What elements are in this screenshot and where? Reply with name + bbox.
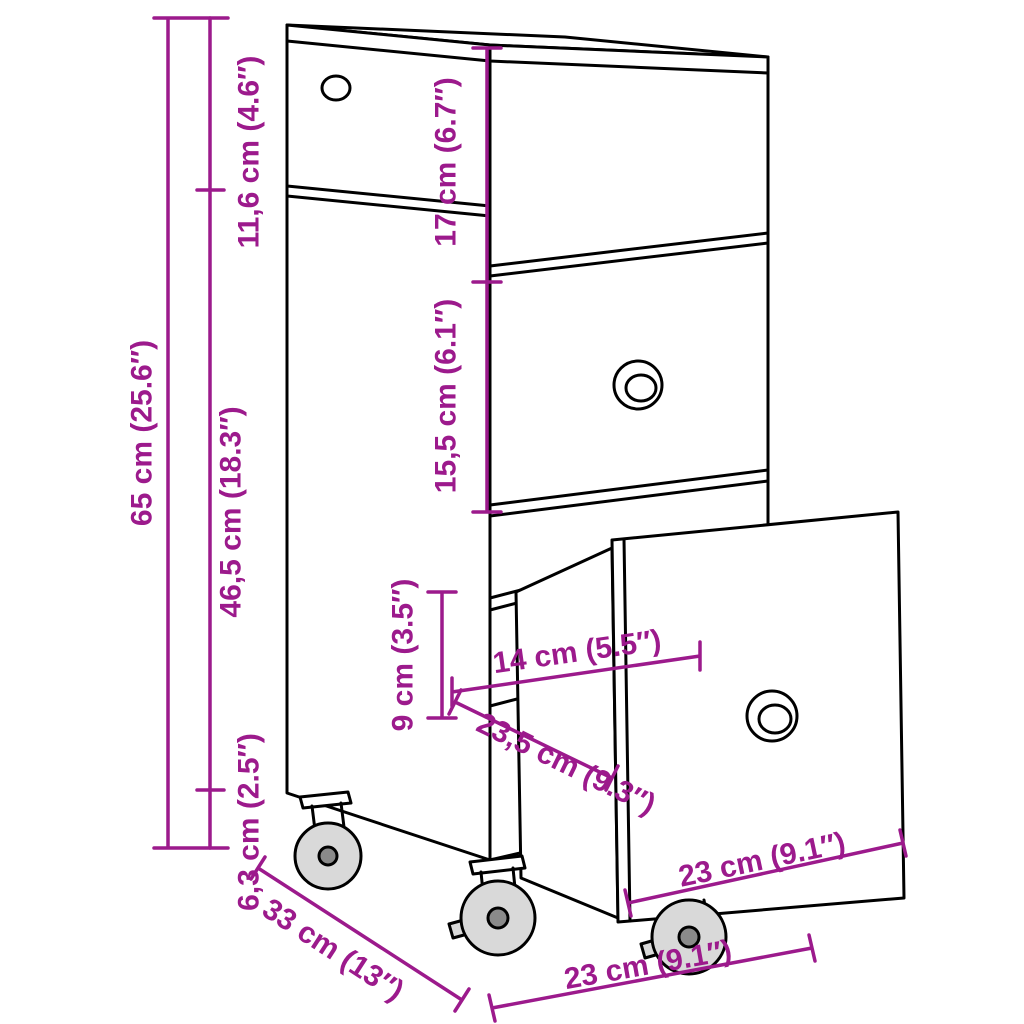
dim-total-height-line [152,16,230,850]
dim-total-height-label: 65 cm (25.6″) [126,340,159,526]
caster-hub [486,906,510,930]
dim-inner-depth-line [447,688,620,792]
dim-cabinet-depth-line [249,855,471,1013]
side-panel-hole-icon [320,74,352,102]
dim-drawer-height-label: 15,5 cm (6.1″) [430,299,463,493]
dim-bottom-clearance-line [426,590,458,720]
dim-drawer-front-width-line [623,828,908,918]
caster-rear-left [293,790,363,891]
dim-caster-height-label: 6,3 cm (2.5″) [233,733,266,911]
caster-plate [298,790,353,810]
upper-drawer-knob-inner [624,373,658,403]
dim-lower-section-label: 46,5 cm (18.3″) [215,406,248,617]
caster-hub [677,925,701,949]
upper-drawer-top-edge [488,231,770,278]
dim-cabinet-width-line [487,933,817,1023]
dim-inner-width-line [450,640,702,708]
dimension-lines [152,16,908,1023]
dim-top-compartment-label: 17 cm (6.7″) [430,77,463,246]
pulled-drawer-knob-inner [757,703,793,735]
caster-front-center [447,854,537,957]
dim-upper-section-label: 11,6 cm (4.6″) [233,56,266,249]
caster-front-right [639,898,728,976]
dim-bottom-clearance-label: 9 cm (3.5″) [387,579,420,732]
upper-drawer-bottom-edge [488,468,770,518]
top-board-edge [285,39,770,75]
dim-left-stack-line [195,16,226,850]
side-shelf-lines [285,184,492,218]
dim-drawer-height-line [471,280,503,514]
caster-plate [468,854,527,876]
pulled-drawer-front-edge [622,537,632,923]
caster-hub [317,845,339,867]
